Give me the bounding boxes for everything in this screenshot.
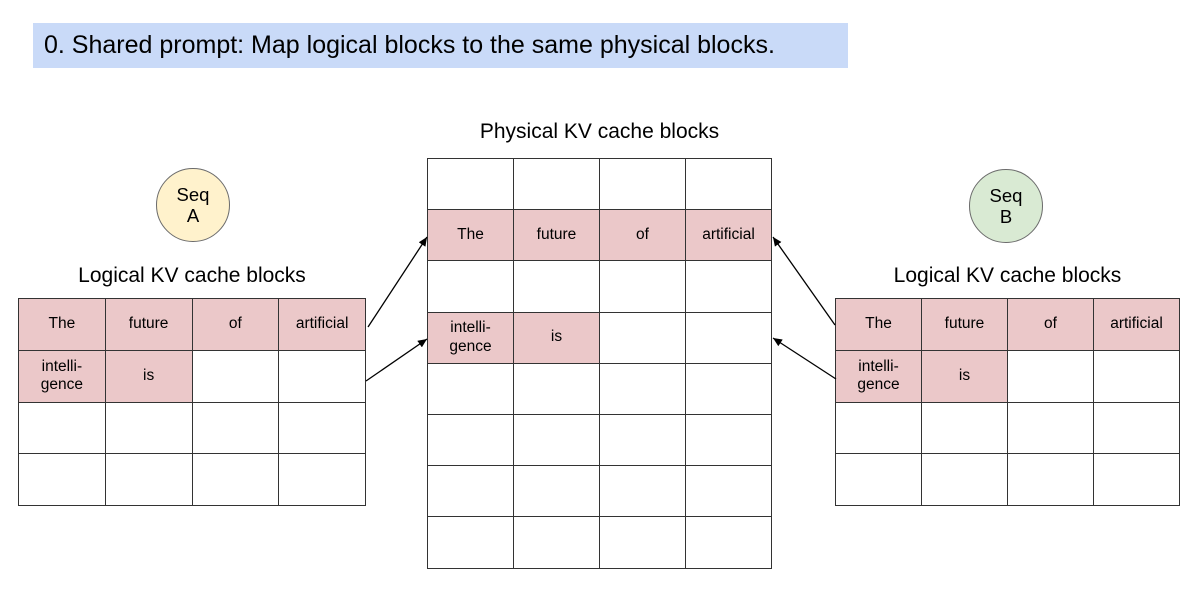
logical-table-a-cell-r2c2: is	[105, 350, 193, 403]
logical-table-b-title: Logical KV cache blocks	[893, 264, 1122, 287]
physical-table-cell-r1c1	[428, 159, 514, 211]
logical-table-a-cell-r1c3: of	[192, 299, 280, 351]
logical-table-a-cell-r3c3	[192, 402, 280, 455]
logical-table-b-cell-r4c3	[1008, 454, 1094, 506]
logical-table-b-cell-r1c3: of	[1008, 299, 1094, 351]
physical-table-cell-r7c4	[686, 466, 772, 518]
physical-table-title: Physical KV cache blocks	[479, 120, 720, 143]
logical-table-a-cell-r4c1	[19, 454, 106, 506]
seq-b-badge: Seq B	[969, 169, 1043, 243]
logical-table-b-cell-r1c4: artificial	[1094, 299, 1180, 351]
logical-table-b-cell-r2c1: intelli- gence	[836, 350, 922, 403]
logical-table-a-cell-r4c2	[105, 454, 193, 506]
logical-table-b-cell-r4c1	[836, 454, 922, 506]
seq-b-label-line1: Seq	[989, 184, 1023, 206]
logical-table-a-cell-r2c3	[192, 350, 280, 403]
logical-table-a-cell-r3c4	[279, 402, 366, 455]
physical-table-cell-r5c2	[514, 363, 600, 415]
logical-table-a-cell-r1c4: artificial	[279, 299, 366, 351]
arrow-seqB-block1-to-physical	[772, 337, 837, 380]
physical-table-cell-r6c1	[428, 414, 514, 467]
logical-table-b-cell-r2c3	[1008, 350, 1094, 403]
title-text: 0. Shared prompt: Map logical blocks to …	[44, 31, 775, 59]
arrow-seqA-block0-to-physical	[367, 236, 428, 328]
physical-table-cell-r3c3	[600, 261, 686, 313]
physical-table-cell-r3c2	[514, 261, 600, 313]
physical-table-cell-r4c4	[686, 312, 772, 364]
logical-table-b-cell-r3c2	[922, 402, 1008, 455]
logical-table-b-cell-r3c1	[836, 402, 922, 455]
arrow-seqA-block1-to-physical	[365, 338, 428, 382]
logical-table-a-cell-r1c1: The	[19, 299, 106, 351]
seq-a-label-line1: Seq	[176, 183, 210, 205]
physical-table-cell-r2c3: of	[600, 210, 686, 262]
seq-a-label-line2: A	[186, 205, 200, 226]
logical-table-b-cell-r3c4	[1094, 402, 1180, 455]
physical-table-cell-r7c2	[514, 466, 600, 518]
logical-table-a-cell-r4c3	[192, 454, 280, 506]
physical-table-cell-r3c1	[428, 261, 514, 313]
physical-table-cell-r2c1: The	[428, 210, 514, 262]
physical-table-cell-r8c1	[428, 517, 514, 569]
physical-table-cell-r8c3	[600, 517, 686, 569]
physical-table-cell-r8c2	[514, 517, 600, 569]
logical-table-a-title: Logical KV cache blocks	[78, 264, 306, 287]
logical-table-a-cell-r2c1: intelli- gence	[19, 350, 106, 403]
physical-table-cell-r1c2	[514, 159, 600, 211]
logical-table-a-cell-r3c2	[105, 402, 193, 455]
physical-table-cell-r7c1	[428, 466, 514, 518]
logical-table-b-cell-r2c2: is	[922, 350, 1008, 403]
seq-a-badge: Seq A	[156, 168, 230, 242]
physical-table-cell-r1c3	[600, 159, 686, 211]
logical-table-b-cell-r1c1: The	[836, 299, 922, 351]
logical-table-b-cell-r2c4	[1094, 350, 1180, 403]
physical-table-cell-r5c4	[686, 363, 772, 415]
seq-b-label-line2: B	[999, 206, 1013, 227]
logical-table-b-cell-r1c2: future	[922, 299, 1008, 351]
physical-table-cell-r4c2: is	[514, 312, 600, 364]
arrow-seqB-block0-to-physical	[772, 236, 836, 326]
physical-table-cell-r2c2: future	[514, 210, 600, 262]
physical-table-cell-r8c4	[686, 517, 772, 569]
logical-table-a-cell-r3c1	[19, 402, 106, 455]
logical-table-b-cell-r4c2	[922, 454, 1008, 506]
logical-table-b-cell-r3c3	[1008, 402, 1094, 455]
physical-table-cell-r3c4	[686, 261, 772, 313]
title-banner: 0. Shared prompt: Map logical blocks to …	[33, 23, 848, 68]
physical-table-cell-r5c3	[600, 363, 686, 415]
logical-table-b-cell-r4c4	[1094, 454, 1180, 506]
logical-table-a-cell-r1c2: future	[105, 299, 193, 351]
physical-table-cell-r5c1	[428, 363, 514, 415]
physical-table-cell-r6c3	[600, 414, 686, 467]
physical-table-cell-r6c2	[514, 414, 600, 467]
physical-table-cell-r6c4	[686, 414, 772, 467]
physical-table-cell-r4c3	[600, 312, 686, 364]
logical-table-a-cell-r2c4	[279, 350, 366, 403]
physical-table-cell-r1c4	[686, 159, 772, 211]
physical-table-cell-r7c3	[600, 466, 686, 518]
physical-table-cell-r2c4: artificial	[686, 210, 772, 262]
logical-table-a-cell-r4c4	[279, 454, 366, 506]
physical-table-cell-r4c1: intelli- gence	[428, 312, 514, 364]
